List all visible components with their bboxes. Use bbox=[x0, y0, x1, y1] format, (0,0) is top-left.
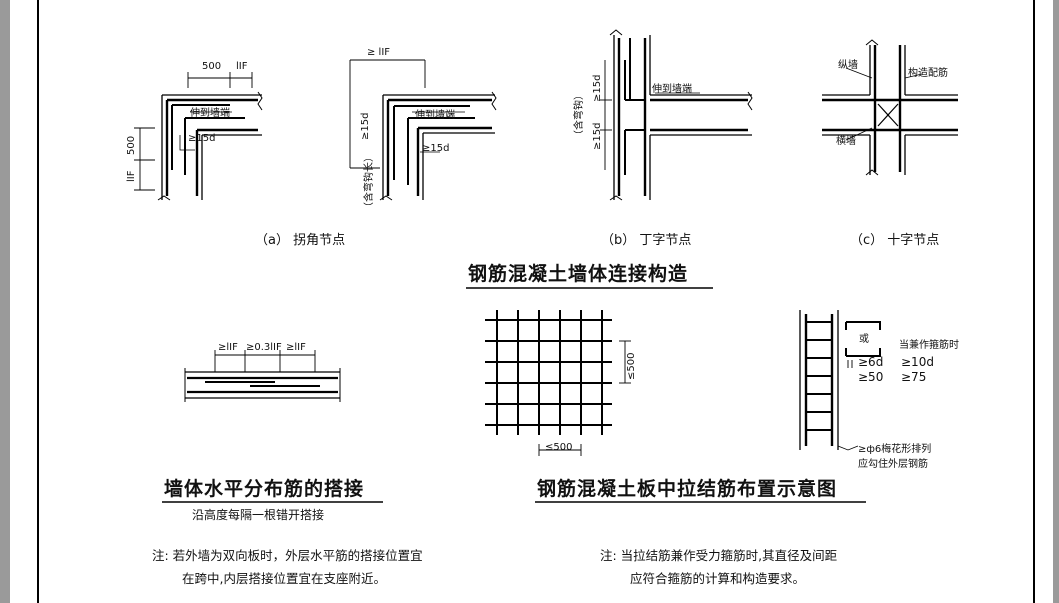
grid-le500-h: ≤500 bbox=[545, 442, 572, 453]
corner-left-500: 500 bbox=[126, 136, 137, 155]
hook-extend-label: 伸到墙端 bbox=[415, 108, 455, 121]
lap-03lif: ≥0.3lIF bbox=[246, 342, 282, 353]
corner-left-lif: lIF bbox=[126, 170, 137, 182]
caption-t-joint: （b） 丁字节点 bbox=[601, 233, 692, 248]
grid-le500-v: ≤500 bbox=[626, 353, 637, 380]
note-left-line1: 注: 若外墙为双向板时，外层水平筋的搭接位置宜 bbox=[152, 548, 423, 563]
title-tie-layout: 钢筋混凝土板中拉结筋布置示意图 bbox=[537, 478, 838, 500]
hook-lif-label: ≥ lIF bbox=[367, 47, 390, 58]
t-15d-bottom: ≥15d bbox=[592, 123, 603, 150]
corner-joint-diagram bbox=[134, 72, 263, 201]
cross-zongqiang: 纵墙 bbox=[838, 58, 858, 71]
drawing-border-right bbox=[1033, 0, 1035, 603]
cross-hengqiang: 横墙 bbox=[836, 134, 856, 147]
title-horizontal-lap: 墙体水平分布筋的搭接 bbox=[164, 478, 365, 500]
hook-15d-label-2: ≥15d bbox=[422, 143, 449, 154]
column-ties-diagram bbox=[799, 310, 881, 451]
cross-joint-diagram bbox=[822, 39, 958, 176]
corner-dim-lif: lIF bbox=[236, 61, 248, 72]
window-edge-left bbox=[0, 0, 10, 603]
hook-incl-label: （含弯钩长） bbox=[362, 152, 375, 212]
window-edge-right bbox=[1053, 0, 1059, 603]
subtitle-horizontal-lap: 沿高度每隔一根错开搭接 bbox=[192, 508, 325, 522]
hook-15d-label: ≥15d bbox=[360, 113, 371, 140]
col-75: ≥75 bbox=[901, 370, 926, 384]
note-right-line2: 应符合箍筋的计算和构造要求。 bbox=[630, 571, 806, 586]
col-phi6-note: ≥ф6梅花形排列 bbox=[858, 442, 931, 455]
caption-cross: （c） 十字节点 bbox=[850, 233, 940, 248]
note-right-line1: 注: 当拉结筋兼作受力箍筋时,其直径及间距 bbox=[600, 548, 838, 563]
caption-corner: （a） 拐角节点 bbox=[255, 233, 346, 248]
col-hook-note: 应勾住外层钢筋 bbox=[858, 457, 928, 470]
col-50: ≥50 bbox=[858, 370, 883, 384]
col-stirrup-title: 当兼作箍筋时 bbox=[899, 338, 959, 351]
t-15d-top: ≥15d bbox=[592, 75, 603, 102]
t-joint-diagram bbox=[600, 29, 753, 201]
corner-joint-hook-diagram bbox=[349, 59, 497, 201]
col-or-label: 或 bbox=[859, 333, 869, 345]
corner-extend-label: 伸到墙端 bbox=[190, 106, 230, 119]
corner-dim-500: 500 bbox=[202, 61, 221, 72]
horizontal-lap-diagram bbox=[184, 350, 341, 402]
drawing-border-left bbox=[37, 0, 39, 603]
corner-15d-label: ≥15d bbox=[188, 133, 215, 144]
lap-lif-2: ≥lIF bbox=[286, 342, 306, 353]
t-incl-hook-label: （含弯钩） bbox=[572, 90, 585, 140]
title-wall-connection: 钢筋混凝土墙体连接构造 bbox=[468, 263, 689, 285]
col-6d: ≥6d bbox=[858, 355, 883, 369]
note-left-line2: 在跨中,内层搭接位置宜在支座附近。 bbox=[182, 571, 386, 586]
lap-lif-1: ≥lIF bbox=[218, 342, 238, 353]
col-10d: ≥10d bbox=[901, 355, 934, 369]
cross-gouzao: 构造配筋 bbox=[908, 66, 948, 79]
t-extend-label: 伸到墙端 bbox=[652, 82, 692, 95]
tie-grid-diagram bbox=[485, 310, 631, 456]
